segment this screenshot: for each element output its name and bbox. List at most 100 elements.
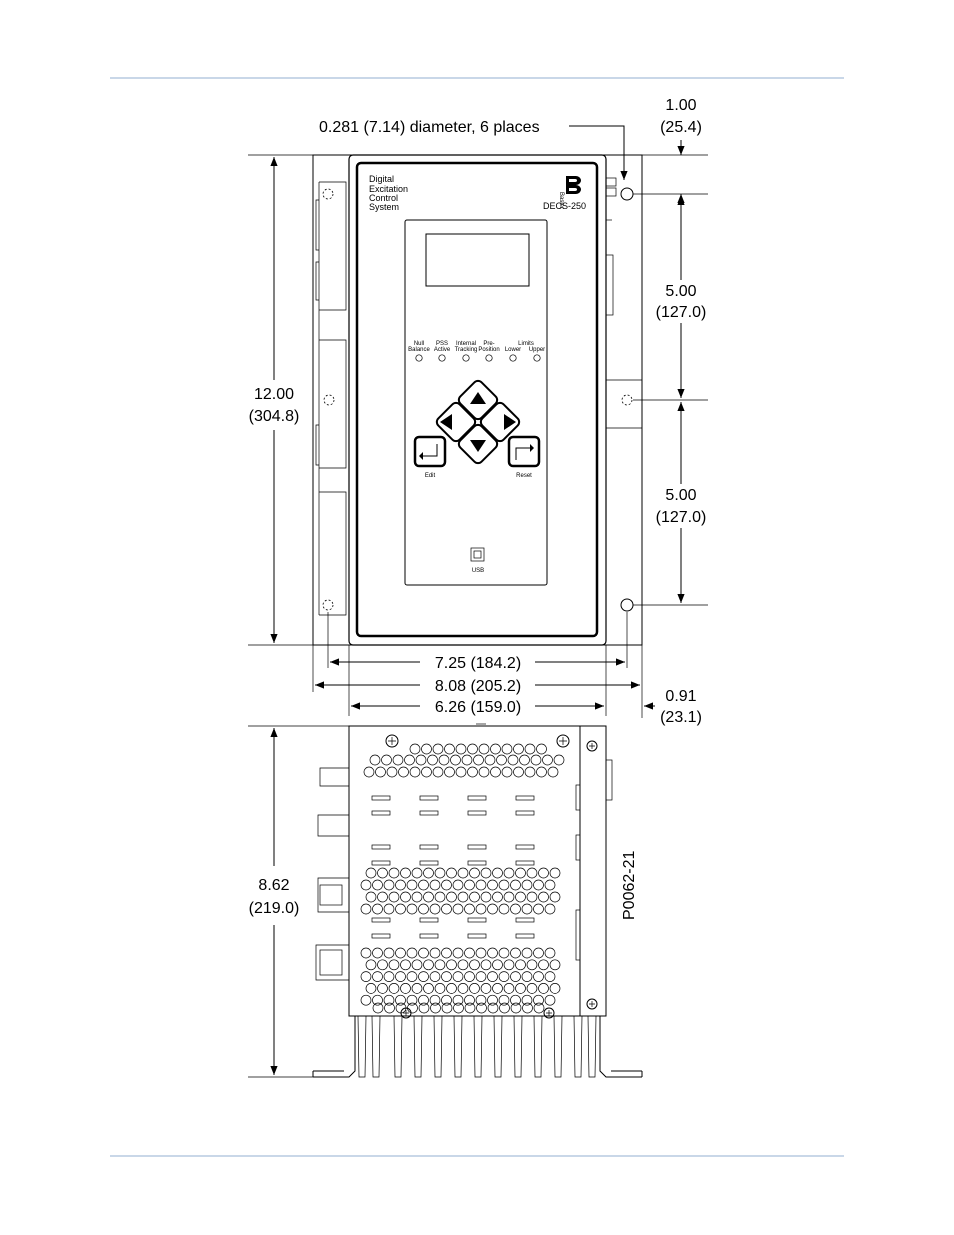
vent-hole (487, 971, 498, 982)
vent-hole (480, 891, 492, 903)
vent-hole (475, 994, 487, 1006)
vent-hole (400, 891, 411, 903)
vent-hole (549, 891, 561, 903)
vent-hole (544, 903, 556, 915)
vent-hole (441, 971, 452, 982)
left-arrow-icon (440, 414, 452, 430)
label-line-1: Digital (369, 174, 394, 184)
vent-hole (372, 947, 383, 959)
vent-hole (484, 754, 496, 766)
vent-hole (492, 983, 503, 994)
vent-hole (452, 947, 464, 959)
vent-hole (513, 766, 524, 778)
vent-hole (538, 867, 549, 879)
heat-sink-fin (573, 1015, 583, 1078)
led-label-upper: Upper (529, 347, 545, 353)
vent-hole (395, 971, 406, 982)
vent-hole (503, 891, 515, 903)
vent-hole (411, 867, 423, 879)
led-label-position: Position (478, 347, 499, 353)
vent-hole (515, 867, 526, 879)
footer-rule (110, 1155, 844, 1157)
vent-hole (406, 879, 418, 891)
heat-sink-fin (533, 1015, 543, 1078)
vent-hole (418, 879, 429, 891)
vent-hole (411, 891, 423, 903)
vent-hole (406, 903, 418, 915)
vent-hole (429, 971, 441, 982)
led-label-limits: Limits (518, 341, 534, 347)
vent-slot (467, 810, 487, 816)
vent-hole (409, 743, 421, 755)
vent-hole (421, 766, 432, 778)
label-line-4: System (369, 202, 399, 212)
vent-hole (360, 879, 372, 891)
logo-text: Basler (558, 192, 564, 209)
vent-hole (487, 1002, 499, 1014)
overall-width: 8.08 (205.2) (435, 678, 521, 695)
vent-hole (503, 867, 515, 879)
vent-hole (469, 959, 480, 971)
display-window (404, 219, 548, 586)
vent-slot (515, 795, 535, 801)
vent-hole (372, 971, 383, 982)
vent-slot (419, 917, 439, 923)
vent-hole (544, 971, 556, 982)
vent-hole (544, 879, 556, 891)
vent-hole (384, 1002, 395, 1014)
vent-hole (487, 879, 498, 891)
vent-hole (383, 947, 395, 959)
vent-hole (423, 983, 434, 994)
vent-slot (371, 917, 391, 923)
vent-hole (519, 754, 530, 766)
vent-hole (498, 879, 510, 891)
vent-hole (533, 1002, 545, 1014)
vent-hole (395, 879, 406, 891)
vent-hole (469, 983, 480, 994)
vent-hole (498, 971, 510, 982)
vent-hole (363, 766, 375, 778)
vent-hole (388, 867, 400, 879)
led-label-pss: PSS (436, 341, 448, 347)
hole-dotted-top-left (322, 188, 334, 200)
vent-hole (507, 754, 519, 766)
vent-hole (434, 983, 446, 994)
vent-slot (515, 933, 535, 939)
vent-hole (510, 947, 521, 959)
vent-hole (400, 983, 411, 994)
vent-hole (429, 994, 441, 1006)
vent-hole (490, 743, 501, 755)
vent-hole (538, 983, 549, 994)
edit-key (413, 435, 447, 468)
depth-inch: 8.62 (258, 877, 289, 894)
vent-hole (533, 879, 544, 891)
vent-hole (383, 903, 395, 915)
vent-hole (432, 766, 444, 778)
vent-hole (510, 903, 521, 915)
vent-hole (457, 891, 469, 903)
vent-hole (533, 903, 544, 915)
vent-hole (492, 867, 503, 879)
vent-slot (371, 933, 391, 939)
vent-hole (501, 743, 513, 755)
vent-hole (467, 743, 478, 755)
hole-note-leader (569, 125, 628, 180)
vent-hole (536, 743, 547, 755)
vent-hole (450, 754, 461, 766)
left-arrow-key (435, 401, 477, 443)
vent-hole (510, 879, 521, 891)
vent-hole (429, 947, 441, 959)
top-offset-inch: 1.00 (665, 97, 696, 114)
vent-hole (418, 994, 429, 1006)
vent-hole (409, 766, 421, 778)
vent-hole (538, 959, 549, 971)
vent-hole (400, 867, 411, 879)
led-pre-position (485, 354, 493, 362)
vent-hole (478, 743, 490, 755)
vent-slot (515, 844, 535, 850)
vent-hole (464, 994, 475, 1006)
vent-hole (453, 1002, 464, 1014)
led-limit-upper (533, 354, 541, 362)
vent-hole (418, 971, 429, 982)
vent-hole (503, 959, 515, 971)
